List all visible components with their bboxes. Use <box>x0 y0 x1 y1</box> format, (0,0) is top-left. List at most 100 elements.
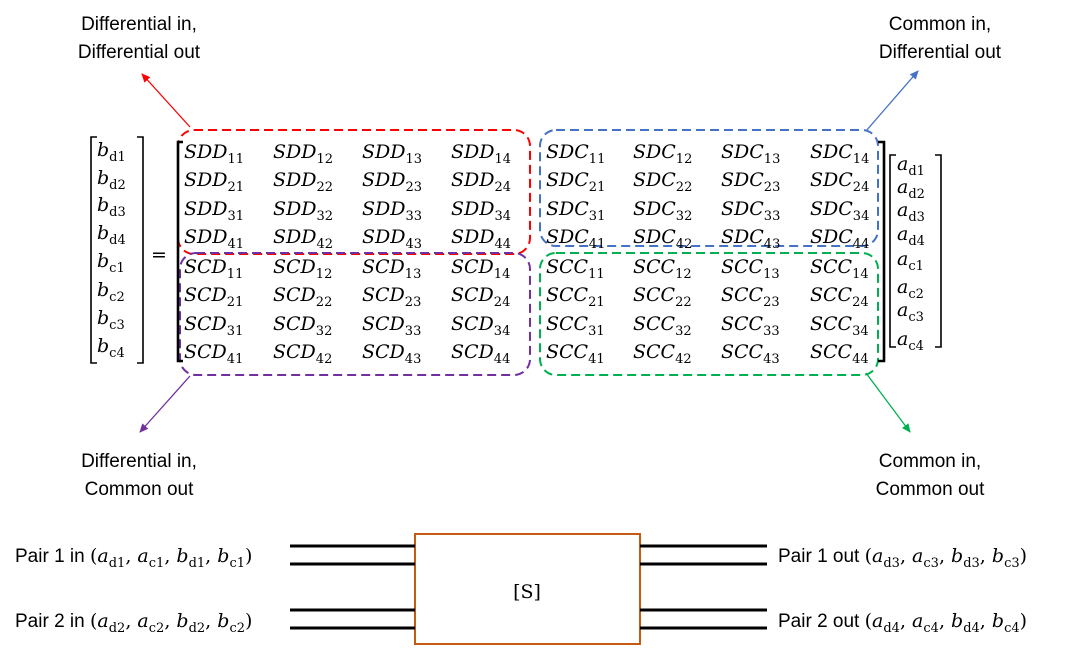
comma: , <box>980 545 992 567</box>
matrix-entry-scc-14-subscript: 14 <box>852 267 869 282</box>
matrix-entry-sdd-33: SDD33 <box>362 198 422 224</box>
matrix-entry-sdc-22-symbol: SDC <box>633 169 676 191</box>
matrix-entry-sdc-31-subscript: 31 <box>589 209 606 224</box>
matrix-entry-scd-23: SCD23 <box>362 284 421 310</box>
lhs-entry-d2-subscript: d2 <box>109 178 126 193</box>
matrix-entry-scc-43: SCC43 <box>721 341 780 367</box>
annotation-cd-arrow <box>865 70 919 132</box>
port-label-1: Pair 1 in (ad1, ac1, bd1, bc1) <box>15 545 252 571</box>
matrix-entry-sdc-33-subscript: 33 <box>764 209 781 224</box>
annotation-cd-line1: Common in, <box>889 14 991 35</box>
port-term-subscript: d4 <box>883 621 900 636</box>
port-term-symbol: b <box>951 545 963 567</box>
lhs-entry-d1: bd1 <box>97 139 126 165</box>
matrix-entry-scd-12-subscript: 12 <box>316 267 333 282</box>
lhs-entry-c1: bc1 <box>97 250 125 276</box>
matrix-entry-scc-41-symbol: SCC <box>546 341 589 363</box>
matrix-entry-sdc-34-subscript: 34 <box>853 209 870 224</box>
region-box-sdc <box>539 129 879 247</box>
rhs-entry-d4: ad4 <box>897 223 925 249</box>
port-term-subscript: d3 <box>963 556 980 571</box>
lhs-entry-d2: bd2 <box>97 167 126 193</box>
close-paren: ) <box>245 545 252 567</box>
matrix-entry-sdd-22: SDD22 <box>273 169 333 195</box>
matrix-entry-sdc-13-symbol: SDC <box>721 141 764 163</box>
lhs-entry-d2-symbol: b <box>97 167 109 189</box>
rhs-entry-c2-symbol: a <box>897 276 908 298</box>
matrix-entry-sdc-13: SDC13 <box>721 141 780 167</box>
matrix-entry-sdc-23-subscript: 23 <box>764 180 781 195</box>
matrix-entry-scc-21-subscript: 21 <box>588 295 605 310</box>
matrix-entry-scc-44-symbol: SCC <box>810 341 853 363</box>
port-label-2: Pair 2 in (ad2, ac2, bd2, bc2) <box>15 610 252 636</box>
port-term-subscript: c3 <box>923 556 939 571</box>
matrix-entry-sdd-11: SDD11 <box>184 141 244 167</box>
port-term-subscript: d4 <box>963 621 980 636</box>
open-paren: ( <box>90 610 97 632</box>
matrix-entry-scc-11-subscript: 11 <box>588 267 605 282</box>
port-term-subscript: c4 <box>1004 621 1020 636</box>
matrix-entry-scd-24-subscript: 24 <box>494 295 511 310</box>
rhs-left-bracket <box>889 154 896 348</box>
matrix-entry-sdc-12-symbol: SDC <box>633 141 676 163</box>
annotation-cc-line2: Common out <box>876 479 985 500</box>
matrix-entry-scd-22-subscript: 22 <box>316 295 333 310</box>
matrix-entry-sdc-12: SDC12 <box>633 141 692 167</box>
lhs-entry-c3-subscript: c3 <box>109 318 125 333</box>
annotation-dd-arrow <box>141 73 191 128</box>
comma: , <box>980 610 992 632</box>
lhs-entry-c4-symbol: b <box>97 335 109 357</box>
lhs-right-bracket <box>137 136 144 364</box>
matrix-entry-scd-11: SCD11 <box>184 256 243 282</box>
close-paren: ) <box>245 610 252 632</box>
matrix-entry-sdc-22-subscript: 22 <box>676 180 693 195</box>
rhs-entry-d1-subscript: d1 <box>908 164 925 179</box>
port-term-symbol: b <box>992 545 1004 567</box>
open-paren: ( <box>865 610 872 632</box>
matrix-entry-sdd-11-subscript: 11 <box>227 152 244 167</box>
matrix-entry-scd-41: SCD41 <box>184 341 243 367</box>
matrix-entry-scd-43-symbol: SCD <box>362 341 405 363</box>
matrix-entry-scd-44-subscript: 44 <box>494 352 511 367</box>
port-term-symbol: a <box>872 610 883 632</box>
matrix-entry-scd-42-subscript: 42 <box>316 352 333 367</box>
matrix-entry-scd-23-symbol: SCD <box>362 284 405 306</box>
matrix-entry-sdc-22: SDC22 <box>633 169 692 195</box>
lhs-left-bracket <box>90 136 97 364</box>
matrix-entry-sdd-23-symbol: SDD <box>362 169 405 191</box>
matrix-entry-sdc-11: SDC11 <box>546 141 605 167</box>
matrix-entry-sdc-43: SDC43 <box>721 226 780 252</box>
port-term-symbol: a <box>872 545 883 567</box>
annotation-dd: Differential in, Differential out <box>78 14 201 128</box>
matrix-entry-scd-24: SCD24 <box>451 284 510 310</box>
lhs-entry-d4: bd4 <box>97 222 126 248</box>
matrix-entry-sdc-42: SDC42 <box>633 226 692 252</box>
rhs-entry-c2-subscript: c2 <box>908 287 924 302</box>
port-label-4: Pair 2 out (ad4, ac4, bd4, bc4) <box>778 610 1027 636</box>
rhs-right-bracket <box>935 154 942 348</box>
rhs-entry-c4: ac4 <box>897 328 924 354</box>
matrix-entry-scd-42: SCD42 <box>273 341 332 367</box>
matrix-entry-scc-31-symbol: SCC <box>546 313 589 335</box>
matrix-entry-scc-42-subscript: 42 <box>675 352 692 367</box>
matrix-entry-scc-11-symbol: SCC <box>546 256 589 278</box>
matrix-entry-scc-33-subscript: 33 <box>763 324 780 339</box>
matrix-entry-sdc-42-subscript: 42 <box>676 237 693 252</box>
port-term-symbol: b <box>992 610 1004 632</box>
comma: , <box>125 610 137 632</box>
matrix-entry-scd-14: SCD14 <box>451 256 510 282</box>
matrix-entry-scc-22-symbol: SCC <box>633 284 676 306</box>
matrix-entry-scd-12: SCD12 <box>273 256 332 282</box>
matrix-entry-sdc-13-subscript: 13 <box>764 152 781 167</box>
rhs-entry-d2-symbol: a <box>897 176 908 198</box>
matrix-entry-sdc-32-symbol: SDC <box>633 198 676 220</box>
rhs-entry-c3-symbol: a <box>897 299 908 321</box>
port-term-symbol: b <box>176 545 188 567</box>
matrix-entry-sdc-23: SDC23 <box>721 169 780 195</box>
matrix-entry-scd-44: SCD44 <box>451 341 510 367</box>
matrix-entry-scc-32: SCC32 <box>633 313 692 339</box>
matrix-entry-sdd-22-symbol: SDD <box>273 169 316 191</box>
